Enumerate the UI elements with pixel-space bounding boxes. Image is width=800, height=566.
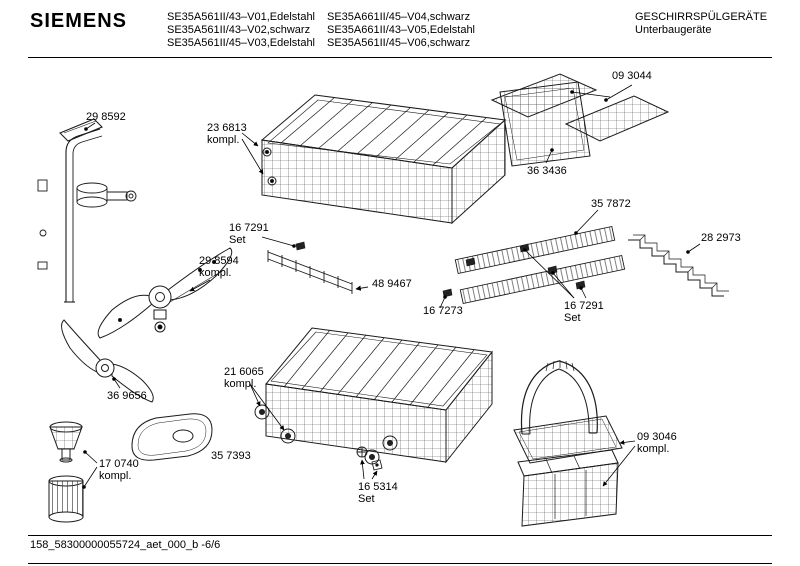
model-column-1: SE35A561II/43–V01,Edelstahl SE35A561II/4… bbox=[167, 11, 315, 50]
part-label-170740: 17 0740 kompl. bbox=[99, 458, 139, 482]
brand-logo: SIEMENS bbox=[30, 10, 128, 32]
model-variant: SE35A561II/43–V02,schwarz bbox=[167, 24, 311, 36]
rollers-drawing bbox=[254, 404, 398, 465]
model-variant: SE35A561II/45–V03,Edelstahl bbox=[167, 37, 316, 49]
part-label-489467: 48 9467 bbox=[372, 278, 412, 290]
lower-spray-arm-drawing bbox=[61, 319, 154, 403]
small-basket-drawing bbox=[499, 81, 591, 167]
leader-lines bbox=[82, 84, 701, 489]
cutlery-basket-drawing bbox=[513, 360, 623, 527]
part-label-167291-right: 16 7291 Set bbox=[564, 300, 604, 324]
model-variant: SE35A561II/45–V06,schwarz bbox=[327, 37, 471, 49]
lower-basket-drawing bbox=[265, 327, 493, 464]
feed-tube-drawing bbox=[59, 118, 103, 303]
part-label-357393: 35 7393 bbox=[211, 450, 251, 462]
wire-insert-drawing bbox=[267, 250, 369, 294]
model-variant: SE35A561II/43–V01,Edelstahl bbox=[167, 11, 316, 23]
part-label-357872: 35 7872 bbox=[591, 198, 631, 210]
part-label-167273: 16 7273 bbox=[423, 305, 463, 317]
stair-rail-drawing bbox=[628, 234, 729, 297]
funnel-filter-drawing bbox=[48, 421, 84, 523]
category-line: Unterbaugeräte bbox=[635, 24, 712, 36]
inlet-assembly-drawing bbox=[37, 179, 137, 270]
part-label-236813: 23 6813 kompl. bbox=[207, 122, 247, 146]
document-reference: 158_58300000055724_aet_000_b -6/6 bbox=[30, 539, 221, 551]
part-label-165314: 16 5314 Set bbox=[358, 481, 398, 505]
model-column-2: SE35A661II/45–V04,schwarz SE35A661II/43–… bbox=[327, 11, 475, 50]
part-label-369656: 36 9656 bbox=[107, 390, 147, 402]
page-bottom-border bbox=[28, 563, 772, 564]
part-label-093044: 09 3044 bbox=[612, 70, 652, 82]
rail-combs-drawing bbox=[454, 225, 626, 305]
part-label-298594: 29 8594 kompl. bbox=[199, 255, 239, 279]
part-label-363436: 36 3436 bbox=[527, 165, 567, 177]
base-plate-drawing bbox=[131, 413, 213, 461]
part-label-282973: 28 2973 bbox=[701, 232, 741, 244]
header-divider bbox=[28, 57, 772, 58]
part-label-216065: 21 6065 kompl. bbox=[224, 366, 264, 390]
part-label-093046: 09 3046 kompl. bbox=[637, 431, 677, 455]
upper-rack-drawing bbox=[260, 94, 507, 225]
model-variant: SE35A661II/43–V05,Edelstahl bbox=[327, 24, 476, 36]
upper-spray-arm-drawing bbox=[97, 247, 233, 339]
part-label-298592: 29 8592 bbox=[86, 111, 126, 123]
footer-divider bbox=[28, 535, 772, 536]
model-variant: SE35A661II/45–V04,schwarz bbox=[327, 11, 471, 23]
part-label-167291-left: 16 7291 Set bbox=[229, 222, 269, 246]
category-line: GESCHIRRSPÜLGERÄTE bbox=[635, 11, 768, 23]
caps-drawing bbox=[356, 446, 383, 471]
appliance-category: GESCHIRRSPÜLGERÄTE Unterbaugeräte bbox=[635, 11, 767, 37]
